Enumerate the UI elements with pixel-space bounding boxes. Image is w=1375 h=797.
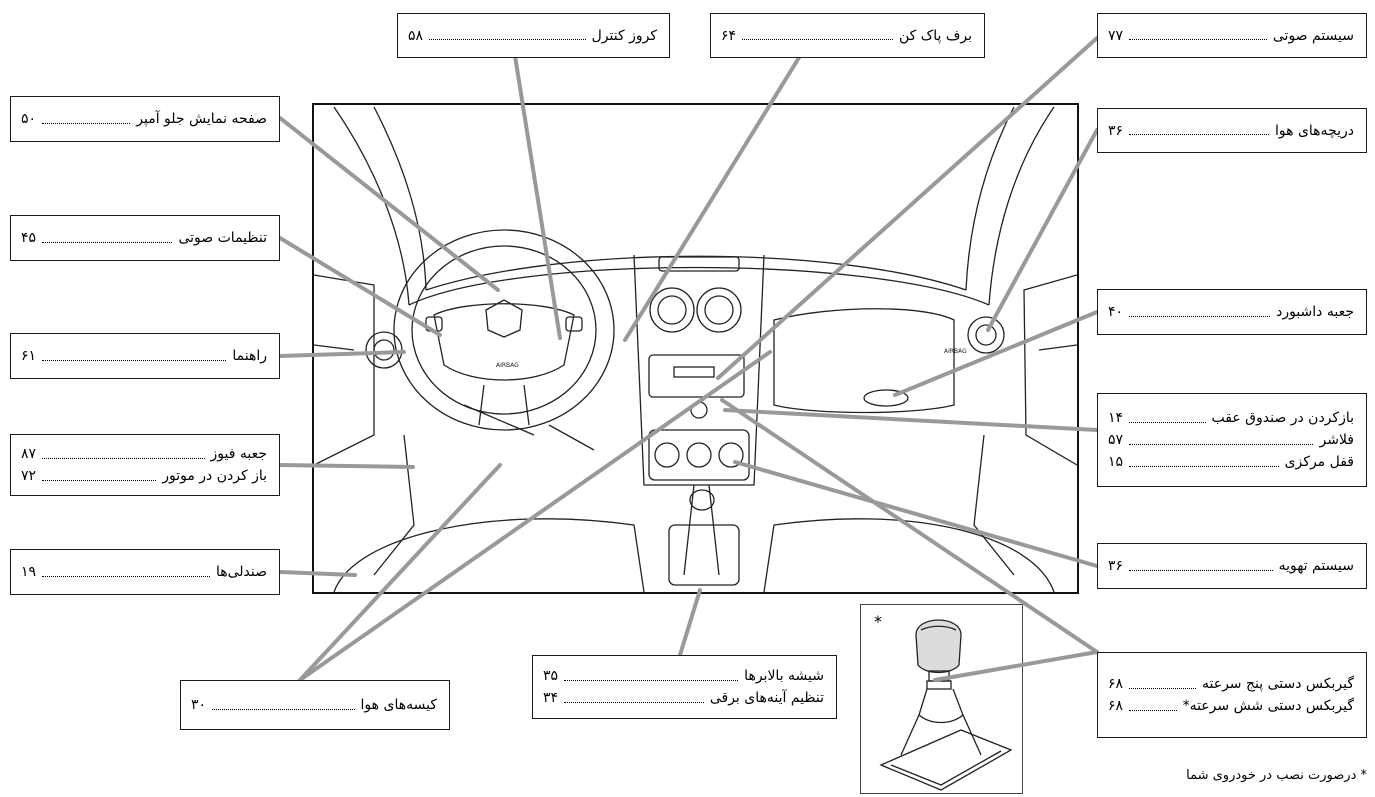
leader-airbags-2	[300, 352, 770, 680]
leader-windows	[680, 590, 700, 655]
leader-trunk	[725, 410, 1097, 430]
leader-cruise	[515, 56, 560, 338]
leader-wiper	[625, 56, 800, 340]
leader-air-vents	[988, 130, 1097, 330]
leader-glovebox	[895, 312, 1097, 395]
leader-audio-settings	[280, 238, 440, 335]
leader-display	[280, 118, 498, 290]
leader-audio-system	[718, 38, 1097, 378]
leader-gearbox-main	[722, 400, 1097, 652]
leader-fuse	[280, 465, 413, 467]
leader-ventilation	[735, 462, 1097, 566]
leader-gearbox-inset	[935, 652, 1097, 680]
footnote: * درصورت نصب در خودروی شما	[1186, 768, 1367, 783]
leader-seats	[280, 572, 355, 575]
leader-indicator	[280, 352, 404, 356]
